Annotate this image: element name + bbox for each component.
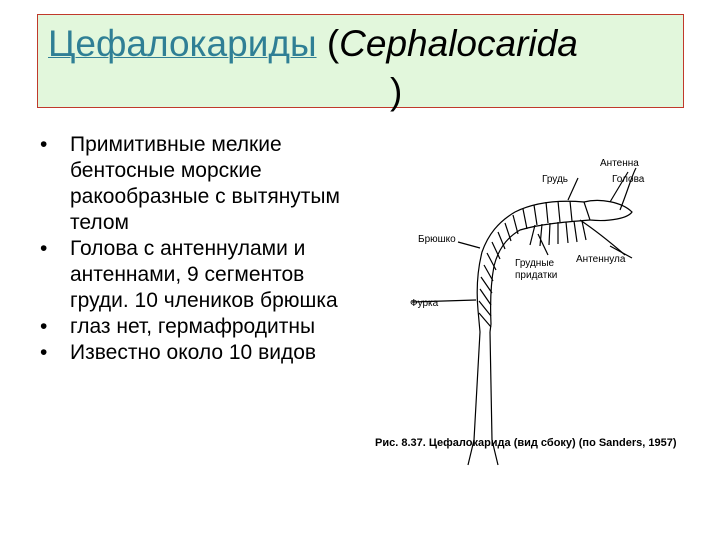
label-limbs-1: Грудные xyxy=(515,258,555,269)
furca-setae xyxy=(467,439,499,466)
title-open-paren: ( xyxy=(316,23,340,64)
pointer-head xyxy=(609,171,629,203)
slide-title: Цефалокариды (Cephalocarida xyxy=(48,23,578,65)
pointer-limbs xyxy=(537,233,549,256)
title-link[interactable]: Цефалокариды xyxy=(48,23,317,64)
bullet-text: Голова с антеннулами и антеннами, 9 сегм… xyxy=(70,237,338,312)
title-box: Цефалокариды (Cephalocarida ) xyxy=(37,14,684,112)
label-head: Голова xyxy=(612,174,645,185)
bullet-dot: • xyxy=(40,133,48,156)
bullet-text: Примитивные мелкие бентосные морские рак… xyxy=(70,133,340,234)
label-furca: Фурка xyxy=(410,298,439,309)
pointer-furca xyxy=(411,299,477,303)
bullet-text: Известно около 10 видов xyxy=(70,341,317,364)
pointer-abdomen xyxy=(457,241,481,249)
cephalocarid-figure: Антенна Грудь Голова Брюшко Грудные прид… xyxy=(370,150,710,470)
figure-caption: Рис. 8.37. Цефалокарида (вид сбоку) (по … xyxy=(375,437,677,449)
bullet-item: • глаз нет, гермафродитны xyxy=(36,314,356,340)
bullet-item: • Голова с антеннулами и антеннами, 9 сег… xyxy=(36,236,356,314)
bullet-text: глаз нет, гермафродитны xyxy=(70,315,316,338)
label-antenna: Антеннула xyxy=(576,254,626,265)
label-abdomen: Брюшко xyxy=(418,234,456,245)
label-limbs-2: придатки xyxy=(515,270,557,281)
bullet-list: • Примитивные мелкие бентосные морские ра… xyxy=(36,132,356,366)
bullet-item: • Примитивные мелкие бентосные морские ра… xyxy=(36,132,356,236)
bullet-dot: • xyxy=(40,341,48,364)
furca-branches xyxy=(473,331,493,441)
antenna-line xyxy=(579,219,626,256)
bullet-dot: • xyxy=(40,237,48,260)
body-dorsal-line xyxy=(476,200,585,333)
antennula-line xyxy=(619,167,637,211)
cephalocarid-drawing: Антенна Грудь Голова Брюшко Грудные прид… xyxy=(410,158,645,466)
pointer-antenna xyxy=(609,245,633,259)
thoracic-limbs xyxy=(529,220,587,247)
bullet-item: • Известно около 10 видов xyxy=(36,340,356,366)
head-outline xyxy=(583,199,633,222)
title-close-paren: ) xyxy=(390,71,403,112)
segment-lines xyxy=(478,200,573,328)
label-thorax: Грудь xyxy=(542,174,568,185)
pointer-thorax xyxy=(567,177,579,201)
label-antennula: Антенна xyxy=(600,158,639,169)
bullet-dot: • xyxy=(40,315,48,338)
title-latin-name: Cephalocarida xyxy=(339,23,578,64)
